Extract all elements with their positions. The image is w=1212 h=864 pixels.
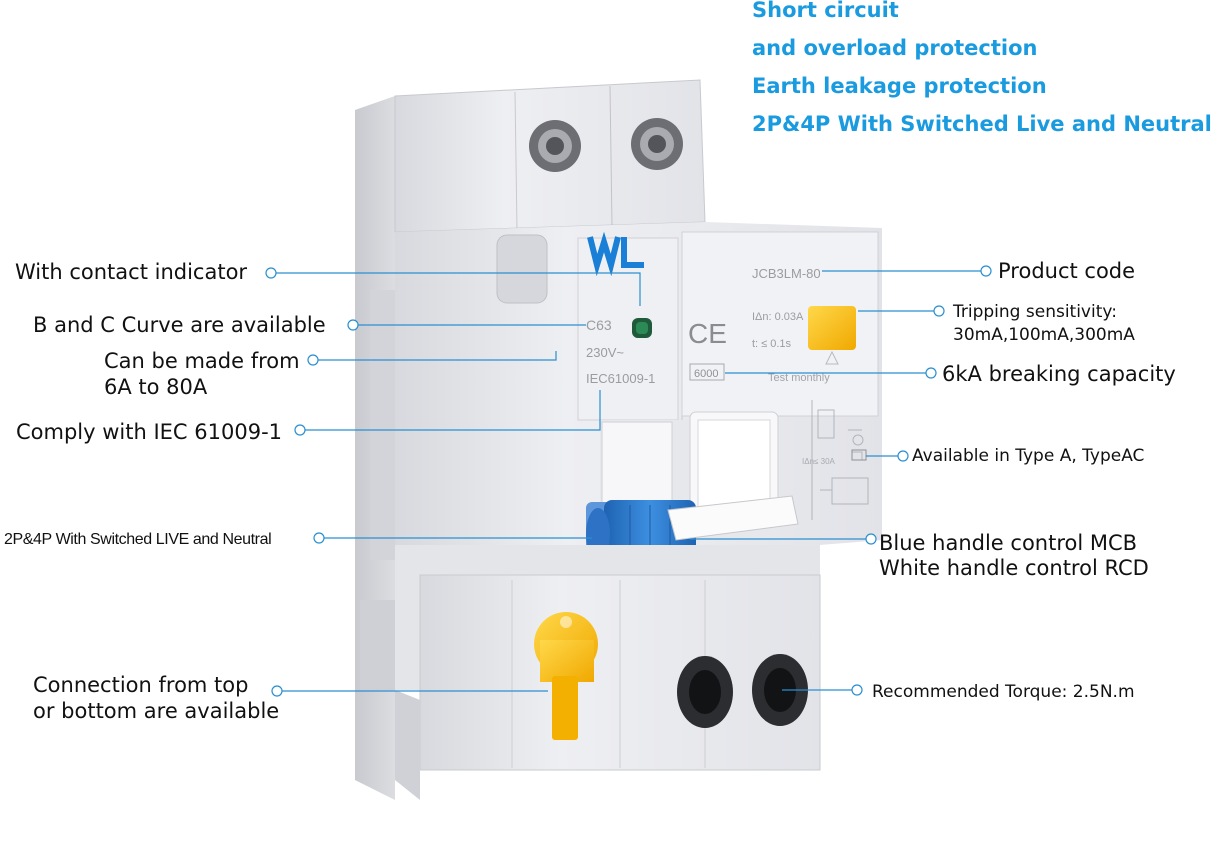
brand-logo <box>587 231 644 277</box>
test-button <box>808 306 856 350</box>
marking-voltage: 230V~ <box>586 345 624 360</box>
label-type: Available in Type A, TypeAC <box>912 446 1145 466</box>
feature-switched-live-neutral: 2P&4P With Switched Live and Neutral <box>752 112 1212 136</box>
top-terminal-block <box>394 79 706 233</box>
yellow-connector-clip <box>534 612 598 740</box>
white-handle-rcd <box>667 495 799 541</box>
feature-short-circuit: Short circuit <box>752 0 899 22</box>
label-handle-line2: White handle control RCD <box>879 556 1149 580</box>
label-curve: B and C Curve are available <box>33 313 326 337</box>
label-range-line1: Can be made from <box>104 349 300 373</box>
marking-test: Test monthly <box>768 372 830 384</box>
label-tripping-line1: Tripping sensitivity: <box>953 302 1117 322</box>
circuit-diagram <box>811 400 869 520</box>
marking-curve: C63 <box>586 317 612 333</box>
marking-model: JCB3LM-80 <box>752 266 821 281</box>
label-switched: 2P&4P With Switched LIVE and Neutral <box>4 531 272 548</box>
label-breaking-capacity: 6kA breaking capacity <box>942 362 1176 386</box>
label-connection-line1: Connection from top <box>33 673 249 697</box>
label-product-code: Product code <box>998 259 1136 283</box>
marking-rating-small: IΔn≤ 30A <box>802 457 836 466</box>
label-contact-indicator: With contact indicator <box>15 260 248 284</box>
label-torque: Recommended Torque: 2.5N.m <box>872 682 1135 702</box>
ce-mark: CE <box>688 318 727 349</box>
feature-overload: and overload protection <box>752 36 1038 60</box>
label-connection-line2: or bottom are available <box>33 699 280 723</box>
marking-time: t: ≤ 0.1s <box>752 338 792 350</box>
label-handle-line1: Blue handle control MCB <box>879 531 1138 555</box>
marking-standard: IEC61009-1 <box>586 371 655 386</box>
label-tripping-line2: 30mA,100mA,300mA <box>953 325 1135 345</box>
feature-earth-leakage: Earth leakage protection <box>752 74 1047 98</box>
marking-sensitivity: IΔn: 0.03A <box>752 311 804 323</box>
label-iec: Comply with IEC 61009-1 <box>16 420 283 444</box>
label-range-line2: 6A to 80A <box>104 375 208 399</box>
bottom-terminal-block <box>395 545 821 800</box>
device-side <box>355 96 400 800</box>
marking-capacity: 6000 <box>694 368 718 380</box>
